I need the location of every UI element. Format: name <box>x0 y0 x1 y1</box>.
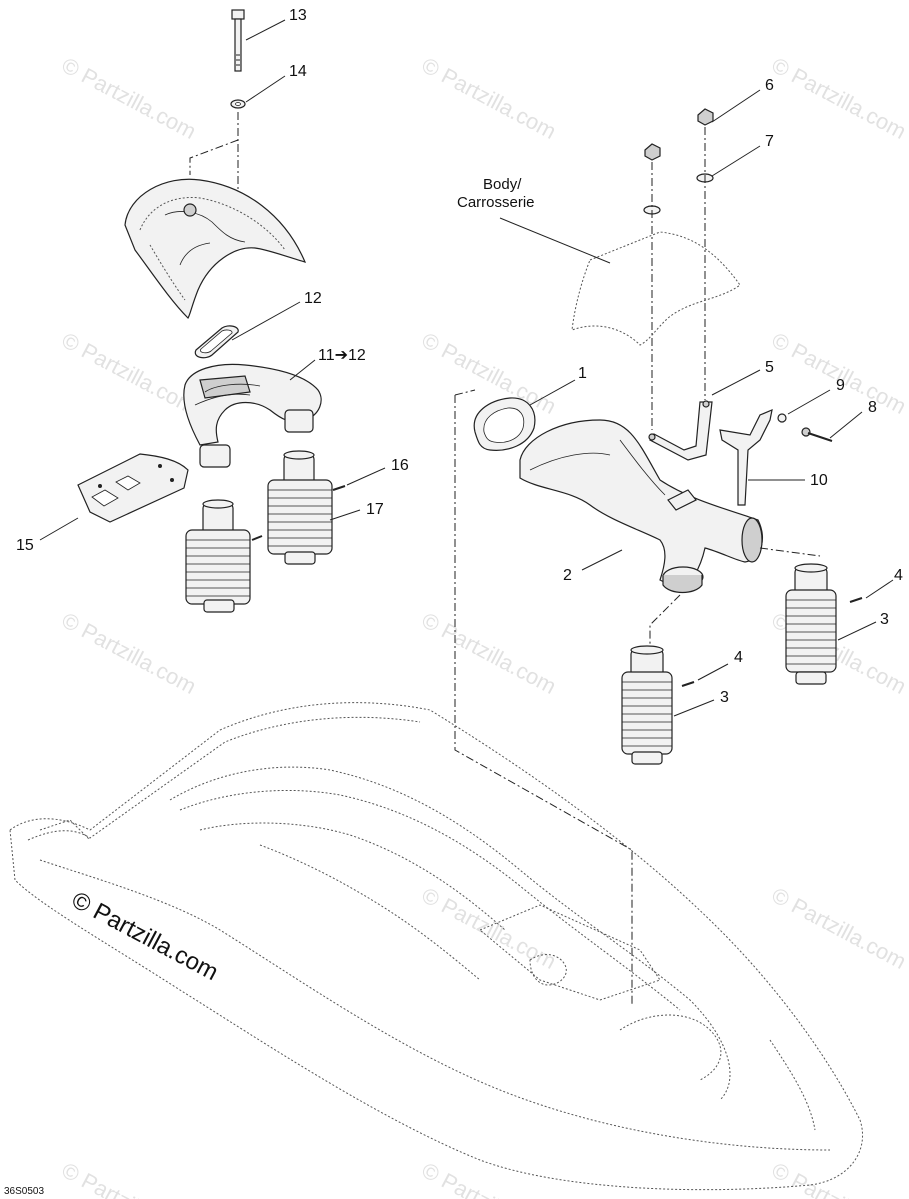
callout-12: 12 <box>304 290 322 307</box>
watermark-text: © Partzilla.com <box>418 882 561 974</box>
body-label-line2: Carrosserie <box>457 194 535 211</box>
bracket-10 <box>719 409 773 506</box>
plate-15 <box>77 453 189 523</box>
body-caption: Body/ Carrosserie <box>457 176 535 211</box>
callout-leaders <box>39 19 894 717</box>
watermark-text: © Partzilla.com <box>418 607 561 699</box>
bellows-17-right <box>267 450 333 565</box>
callout-3: 3 <box>720 689 729 706</box>
intake-manifold-11 <box>183 363 322 468</box>
callout-15: 15 <box>16 537 34 554</box>
watermark-text: © Partzilla.com <box>418 52 561 144</box>
callout-5: 5 <box>765 359 774 376</box>
callout-17: 17 <box>366 501 384 518</box>
body-label-line1: Body/ <box>483 176 522 193</box>
screw-16 <box>251 485 346 541</box>
body-panel <box>571 231 741 346</box>
callout-labels: 13 14 12 11➔12 15 16 17 6 7 5 9 8 10 1 2… <box>16 7 903 706</box>
callout-16: 16 <box>391 457 409 474</box>
callout-1: 1 <box>578 365 587 382</box>
callout-9: 9 <box>836 377 845 394</box>
rivet-8 <box>801 427 833 442</box>
bracket-5 <box>648 400 713 461</box>
callout-7: 7 <box>765 133 774 150</box>
bellows-17-left <box>185 499 251 613</box>
watermark-text: © Partzilla.com <box>58 1157 201 1199</box>
watermark-text: © Partzilla.com <box>768 882 909 974</box>
callout-6: 6 <box>765 77 774 94</box>
callout-4: 4 <box>734 649 743 666</box>
seal-12 <box>194 325 239 359</box>
bellows-3-right <box>785 563 837 685</box>
callout-10: 10 <box>810 472 828 489</box>
callout-13: 13 <box>289 7 307 24</box>
callout-3: 3 <box>880 611 889 628</box>
screw-4 <box>849 597 863 603</box>
seal-1 <box>473 397 536 451</box>
watermark-text: © Partzilla.com <box>58 327 201 419</box>
watermark-logo: © Partzilla.com <box>67 886 222 986</box>
callout-14: 14 <box>289 63 307 80</box>
figure-reference: 36S0503 <box>4 1186 44 1197</box>
callout-8: 8 <box>868 399 877 416</box>
washer-9 <box>777 413 787 423</box>
watermark-text: © Partzilla.com <box>768 1157 909 1199</box>
watermark-text: © Partzilla.com <box>58 52 201 144</box>
watercraft-hull <box>9 702 864 1191</box>
callout-2: 2 <box>563 567 572 584</box>
bellows-3-left <box>621 645 673 765</box>
intake-cover <box>124 178 307 319</box>
intake-duct-2 <box>519 419 763 594</box>
callout-11: 11➔12 <box>318 347 366 364</box>
watermark-text: © Partzilla.com <box>768 52 909 144</box>
watermark-text: © Partzilla.com <box>58 607 201 699</box>
watermark-text: © Partzilla.com <box>768 327 909 419</box>
bolt-13 <box>231 9 245 72</box>
watermark-text: © Partzilla.com <box>418 1157 561 1199</box>
nut-6 <box>644 108 714 161</box>
callout-4: 4 <box>894 567 903 584</box>
screw-4 <box>681 681 695 687</box>
